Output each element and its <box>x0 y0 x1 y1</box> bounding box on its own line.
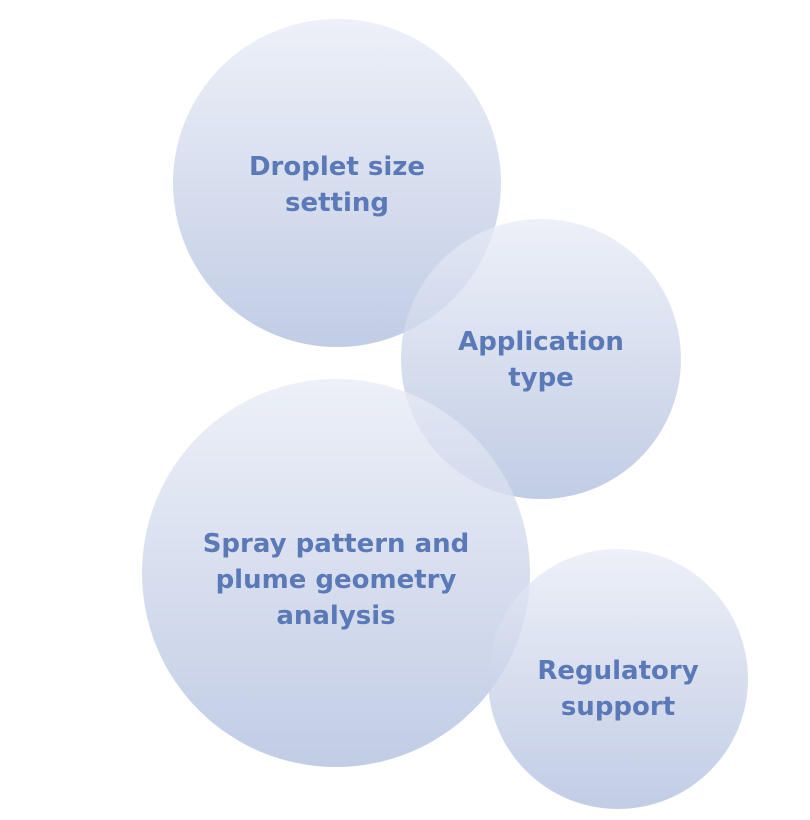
bubble-label: Spray pattern and plume geometry analysi… <box>202 529 470 631</box>
bubble-label: Regulatory support <box>537 655 699 722</box>
bubble-spray-pattern-analysis: Spray pattern and plume geometry analysi… <box>142 379 530 767</box>
bubble-regulatory-support: Regulatory support <box>488 549 748 809</box>
bubble-label: Application type <box>458 326 624 393</box>
bubble-droplet-size-setting: Droplet size setting <box>173 19 501 347</box>
bubble-label: Droplet size setting <box>248 151 426 218</box>
